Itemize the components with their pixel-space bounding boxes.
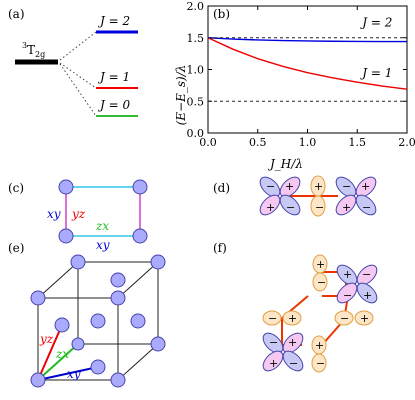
y-tick-label: 2.0 [187,0,205,13]
panel-label-d: (d) [213,181,230,195]
panel-d: (d) − + + − + − − + + − [213,175,377,217]
label-zx: zx [95,219,109,233]
bond-zx [37,343,79,381]
svg-text:+: + [361,180,370,193]
svg-text:2g: 2g [35,50,45,59]
label-j2: J = 2 [97,14,130,28]
chart-xlabel: J_H/λ [267,157,303,171]
cube-atoms [30,254,166,388]
label-j1: J = 1 [97,70,130,84]
p-orbital-middle: + − [310,175,326,217]
x-tick-label: 0.5 [249,136,267,149]
label-zx-e: zx [55,347,69,361]
atom [132,228,148,244]
svg-text:T: T [27,43,35,57]
bond-yz [37,324,63,381]
bond-xy [37,366,99,381]
svg-text:+: + [266,201,275,214]
p-orbital-left: − + [262,310,302,326]
energy-chart: 0.0 0.5 1.0 1.5 2.0 0.0 0.5 1.0 1.5 2.0 J = 2 J = 1 [187,0,415,149]
svg-text:+: + [288,336,297,349]
x-tick-label: 1.5 [349,136,367,149]
svg-text:−: − [362,201,371,214]
panel-label-e: (e) [8,241,24,255]
atom [132,179,148,195]
d-orbital-left: − + + − [259,176,301,216]
label-yz: yz [71,207,86,221]
panel-e: (e) [8,241,166,388]
svg-text:3: 3 [22,41,27,50]
panel-f: (f) + − + − − + [213,241,378,373]
svg-text:−: − [269,336,278,349]
series-line [207,37,408,90]
svg-text:−: − [340,312,349,325]
panel-label-f: (f) [213,241,227,255]
label-xy-bottom: xy [96,238,110,252]
svg-text:−: − [317,276,326,289]
svg-text:−: − [342,180,351,193]
y-tick-label: 1.0 [187,64,205,77]
series-annotation: J = 1 [359,66,392,80]
panel-label-b: (b) [213,7,230,21]
x-tick-label: 1.0 [299,136,317,149]
panel-label-c: (c) [8,181,24,195]
y-tick-label: 1.5 [187,32,205,45]
series-annotation: J = 2 [359,15,392,29]
label-yz-e: yz [39,332,54,346]
panel-label-a: (a) [8,7,25,21]
svg-text:−: − [315,201,324,214]
x-tick-label: 2.0 [398,136,415,149]
d-orbital-top-right: + − − + [336,264,378,304]
connector-j1 [59,62,97,89]
svg-text:+: + [315,339,324,352]
atom [58,228,74,244]
svg-text:−: − [266,180,275,193]
svg-text:+: + [343,268,352,281]
svg-text:−: − [268,312,277,325]
svg-text:−: − [362,268,371,281]
svg-text:+: + [360,312,369,325]
p-orbital-bottom: + − [311,335,327,373]
svg-text:+: + [269,357,278,370]
svg-text:+: + [342,201,351,214]
panel-c: (c) xy yz zx xy [8,179,148,252]
svg-text:−: − [343,289,352,302]
state-label-3t2g: 3 T 2g [22,41,45,59]
x-tick-label: 0.0 [199,136,217,149]
y-tick-label: 0.5 [187,95,205,108]
d-orbital-right: − + + − [335,176,377,216]
svg-text:+: + [363,289,372,302]
label-xy-left: xy [47,207,61,221]
panel-b: 0.0 0.5 1.0 1.5 2.0 0.0 0.5 1.0 1.5 2.0 J = 2 J = 1… [174,0,415,171]
svg-text:−: − [286,201,295,214]
connector-j0 [59,63,97,117]
atom [58,179,74,195]
y-tick-label: 0.0 [187,127,205,140]
label-xy-e: xy [67,367,81,381]
svg-text:+: + [314,180,323,193]
p-orbital-top: + − [312,254,328,292]
d-orbital-bottom-left: − + + − [262,332,304,372]
series-line [207,37,407,43]
svg-text:−: − [289,357,298,370]
svg-text:+: + [288,312,297,325]
connector-j2 [59,31,97,61]
svg-text:−: − [316,357,325,370]
label-j0: J = 0 [97,98,130,112]
p-orbital-right: − + [334,310,374,326]
panel-a: (a) 3 T 2g J = 2 J = 1 J = 0 [8,7,138,117]
svg-text:+: + [285,180,294,193]
svg-text:+: + [316,258,325,271]
chart-ylabel: (E−E_s)/λ [174,65,188,126]
